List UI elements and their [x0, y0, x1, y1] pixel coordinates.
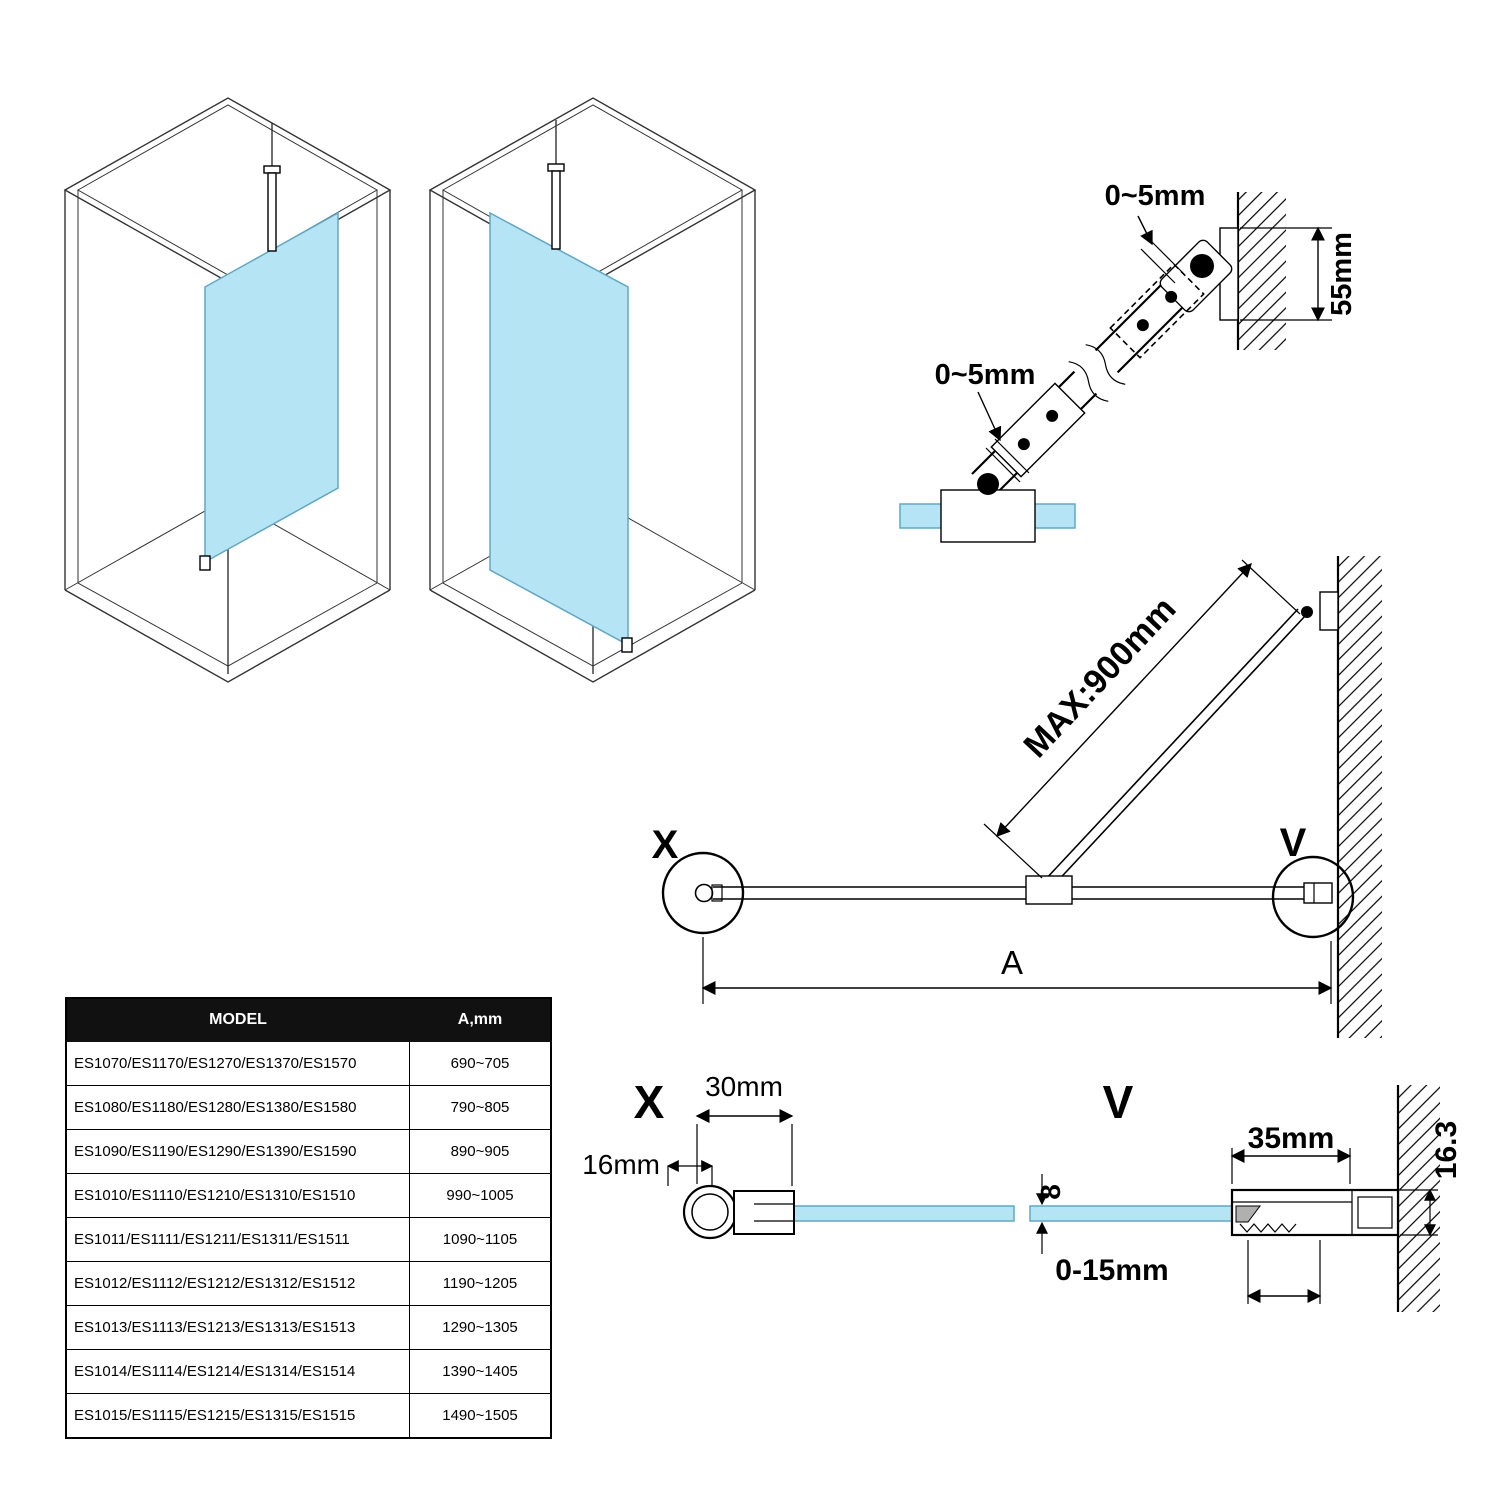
post-cap	[711, 884, 723, 902]
gap-mid-label: 0~5mm	[935, 359, 1036, 391]
model-cell: ES1011/ES1111/ES1211/ES1311/ES1511	[65, 1217, 410, 1262]
wall-bracket-plan	[1319, 591, 1339, 631]
serration-teeth	[1239, 1223, 1297, 1233]
detail-x-title: X	[634, 1076, 665, 1128]
extension-line	[1241, 559, 1301, 615]
model-cell: ES1013/ES1113/ES1213/ES1313/ES1513	[65, 1305, 410, 1350]
size-cell: 1190~1205	[409, 1261, 552, 1306]
model-cell: ES1090/ES1190/ES1290/ES1390/ES1590	[65, 1129, 410, 1174]
glass-clamp-plan	[1025, 875, 1073, 905]
glass-clamp-block	[940, 489, 1036, 543]
support-bar-detail: 0~5mm 0~5mm 55mm	[899, 180, 1358, 543]
size-cell: 1390~1405	[409, 1349, 552, 1394]
model-cell: ES1012/ES1112/ES1212/ES1312/ES1512	[65, 1261, 410, 1306]
wall-hatch	[1338, 556, 1382, 1038]
gap-tick	[1149, 239, 1185, 275]
model-cell: ES1014/ES1114/ES1214/ES1314/ES1514	[65, 1349, 410, 1394]
table-header-row: MODEL A,mm	[65, 997, 552, 1042]
table-row: ES1010/ES1110/ES1210/ES1310/ES1510 990~1…	[65, 1173, 552, 1218]
lower-pivot	[977, 473, 999, 495]
floor-foot-2	[621, 637, 633, 653]
adjust-range-label: 0-15mm	[1055, 1254, 1168, 1287]
floor-foot-1	[199, 555, 211, 571]
detail-circle-v	[1271, 855, 1355, 939]
bracket-pivot-plan	[1301, 606, 1313, 618]
model-size-table: MODEL A,mm ES1070/ES1170/ES1270/ES1370/E…	[65, 997, 552, 1439]
size-cell: 1090~1105	[409, 1217, 552, 1262]
model-cell: ES1015/ES1115/ES1215/ES1315/ES1515	[65, 1393, 410, 1439]
detail-v: V 35mm 16.3 8 0-15mm	[1029, 1076, 1463, 1312]
size-cell: 1490~1505	[409, 1393, 552, 1439]
table-row: ES1011/ES1111/ES1211/ES1311/ES1511 1090~…	[65, 1217, 552, 1262]
table-row: ES1015/ES1115/ES1215/ES1315/ES1515 1490~…	[65, 1393, 552, 1439]
width-a-label: A	[1001, 944, 1023, 981]
gap-tick	[994, 438, 1030, 474]
gasket-wedge	[1235, 1205, 1261, 1223]
glass-section-v	[1029, 1205, 1249, 1222]
table-row: ES1070/ES1170/ES1270/ES1370/ES1570 690~7…	[65, 1041, 552, 1086]
table-row: ES1014/ES1114/ES1214/ES1314/ES1514 1390~…	[65, 1349, 552, 1394]
support-pole-2	[551, 170, 561, 250]
max-length-label: MAX:900mm	[1016, 590, 1183, 765]
size-cell: 990~1005	[409, 1173, 552, 1218]
table-row: ES1090/ES1190/ES1290/ES1390/ES1590 890~9…	[65, 1129, 552, 1174]
plan-view: MAX:900mm X V A	[652, 556, 1382, 1038]
wall-profile-section	[1230, 1188, 1400, 1237]
lower-clamp-sleeve	[990, 382, 1086, 478]
size-cell: 790~805	[409, 1085, 552, 1130]
gap-top-label: 0~5mm	[1105, 180, 1206, 212]
dim-line-max	[996, 562, 1252, 838]
glass-panel-1	[204, 211, 339, 564]
plate-height-label: 55mm	[1326, 232, 1358, 316]
upper-clamp-sleeve	[1109, 263, 1205, 359]
post-clamp-profile	[733, 1190, 795, 1235]
column-header-model: MODEL	[65, 997, 410, 1042]
front-post-end	[694, 883, 714, 903]
iso-shower-room-2	[428, 97, 757, 683]
size-cell: 1290~1305	[409, 1305, 552, 1350]
table-row: ES1012/ES1112/ES1212/ES1312/ES1512 1190~…	[65, 1261, 552, 1306]
detail-x-offset-label: 16mm	[582, 1149, 660, 1180]
wall-hatch	[1238, 192, 1286, 350]
round-post-bore	[691, 1193, 729, 1231]
size-cell: 890~905	[409, 1129, 552, 1174]
support-pole-1	[267, 172, 277, 252]
bar-break-symbol	[1063, 339, 1131, 407]
support-bar-plan	[1043, 608, 1307, 888]
model-cell: ES1080/ES1180/ES1280/ES1380/ES1580	[65, 1085, 410, 1130]
leader-arrow-mid	[977, 391, 1002, 442]
marker-x-label: X	[652, 823, 679, 867]
detail-v-height-label: 16.3	[1430, 1121, 1463, 1179]
glass-thickness-label: 8	[1035, 1184, 1066, 1200]
model-cell: ES1070/ES1170/ES1270/ES1370/ES1570	[65, 1041, 410, 1086]
ceiling-mount-2	[547, 163, 565, 172]
table-row: ES1013/ES1113/ES1213/ES1313/ES1513 1290~…	[65, 1305, 552, 1350]
extension-line	[983, 823, 1043, 879]
size-cell: 690~705	[409, 1041, 552, 1086]
ceiling-mount-1	[263, 165, 281, 174]
wall-hatch	[1398, 1085, 1440, 1312]
wall-profile-end	[1303, 882, 1333, 904]
detail-v-width-label: 35mm	[1248, 1122, 1335, 1155]
leader-arrow-top	[1137, 215, 1153, 246]
model-cell: ES1010/ES1110/ES1210/ES1310/ES1510	[65, 1173, 410, 1218]
hinge-pivot	[1190, 254, 1214, 278]
table-row: ES1080/ES1180/ES1280/ES1380/ES1580 790~8…	[65, 1085, 552, 1130]
detail-x-width-label: 30mm	[705, 1071, 783, 1102]
gap-tick	[985, 447, 1021, 483]
glass-panel-2	[489, 211, 629, 647]
column-header-a-mm: A,mm	[409, 997, 552, 1042]
detail-x: X 30mm 16mm	[582, 1071, 1015, 1240]
marker-v-label: V	[1280, 821, 1307, 865]
iso-shower-room-1	[63, 97, 392, 683]
detail-v-title: V	[1103, 1076, 1134, 1128]
gap-tick	[1140, 248, 1176, 284]
detail-circle-x	[661, 851, 745, 935]
